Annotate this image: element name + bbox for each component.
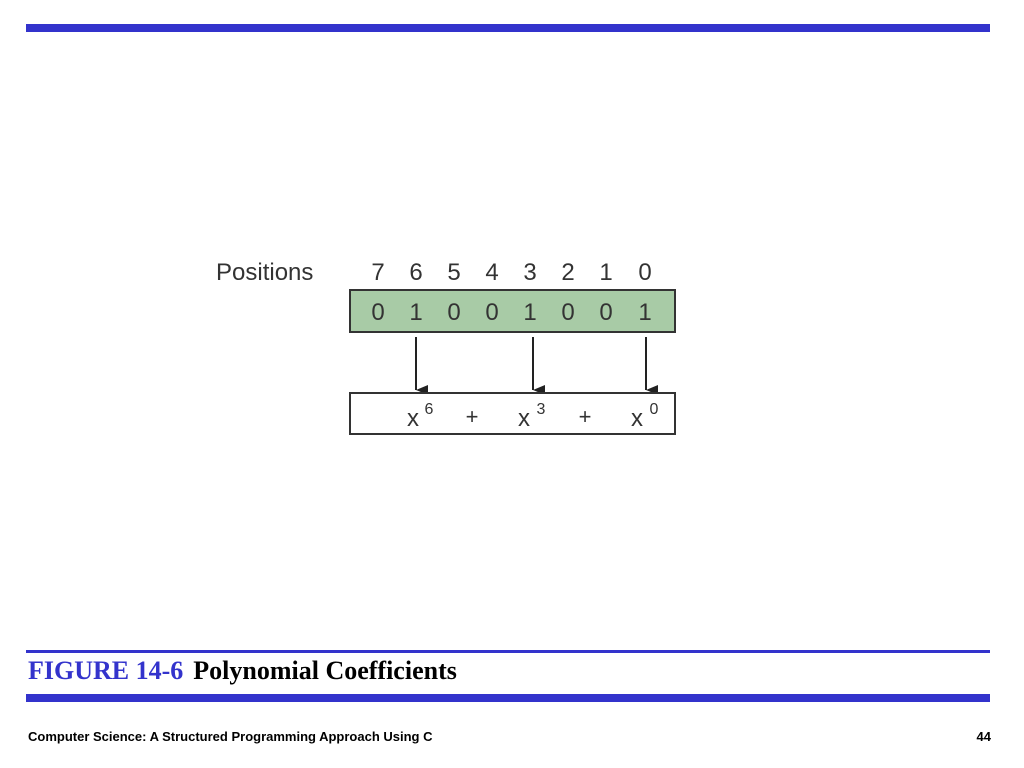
position-6: 6 <box>409 259 422 286</box>
caption-top-rule <box>26 650 990 653</box>
bit-6: 1 <box>409 299 422 326</box>
polynomial-box <box>349 392 676 435</box>
term-x3-exponent: 3 <box>537 401 546 418</box>
bit-4: 0 <box>485 299 498 326</box>
figure-title: Polynomial Coefficients <box>193 656 457 685</box>
polynomial-expression: x 6 + x 3 + x 0 <box>407 401 659 432</box>
position-2: 2 <box>561 259 574 286</box>
position-7: 7 <box>371 259 384 286</box>
term-x0-exponent: 0 <box>650 401 659 418</box>
position-5: 5 <box>447 259 460 286</box>
bit-2: 0 <box>561 299 574 326</box>
figure-caption: FIGURE 14-6 Polynomial Coefficients <box>28 656 457 686</box>
bit-7: 0 <box>371 299 384 326</box>
term-x0-base: x <box>631 405 643 432</box>
plus-sign-2: + <box>579 404 592 429</box>
position-numbers: 7 6 5 4 3 2 1 0 <box>371 259 651 286</box>
bit-5: 0 <box>447 299 460 326</box>
term-x3-base: x <box>518 405 530 432</box>
caption-bottom-rule <box>26 694 990 702</box>
term-x6-base: x <box>407 405 419 432</box>
term-x6-exponent: 6 <box>425 401 434 418</box>
top-accent-bar <box>26 24 990 32</box>
footer-page-number: 44 <box>976 729 991 744</box>
positions-label: Positions <box>216 259 313 286</box>
bit-0: 1 <box>638 299 651 326</box>
plus-sign-1: + <box>466 404 479 429</box>
position-0: 0 <box>638 259 651 286</box>
bit-values: 0 1 0 0 1 0 0 1 <box>371 299 651 326</box>
bit-3: 1 <box>523 299 536 326</box>
bit-pattern-box <box>349 289 676 333</box>
figure-number: FIGURE 14-6 <box>28 656 184 685</box>
bit-1: 0 <box>599 299 612 326</box>
footer-book-title: Computer Science: A Structured Programmi… <box>28 729 433 744</box>
position-4: 4 <box>485 259 498 286</box>
position-3: 3 <box>523 259 536 286</box>
position-1: 1 <box>599 259 612 286</box>
